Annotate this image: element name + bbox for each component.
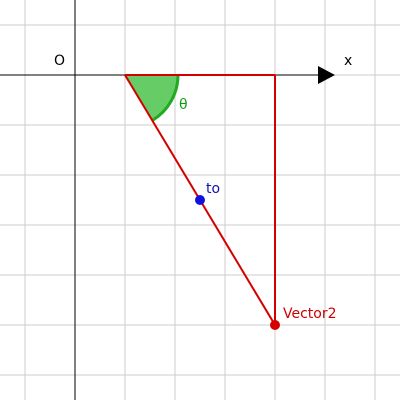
origin-label: O: [54, 53, 65, 69]
angle-label: θ: [179, 97, 188, 113]
x-axis-label: x: [344, 53, 352, 69]
point-to[interactable]: [195, 195, 205, 205]
point-vector2-label: Vector2: [283, 306, 337, 322]
x-axis-arrow-icon: [318, 66, 335, 84]
point-to-label: to: [206, 181, 220, 197]
angle-sector: [125, 75, 178, 121]
angle-arc: [151, 74, 180, 122]
point-vector2[interactable]: [270, 320, 280, 330]
